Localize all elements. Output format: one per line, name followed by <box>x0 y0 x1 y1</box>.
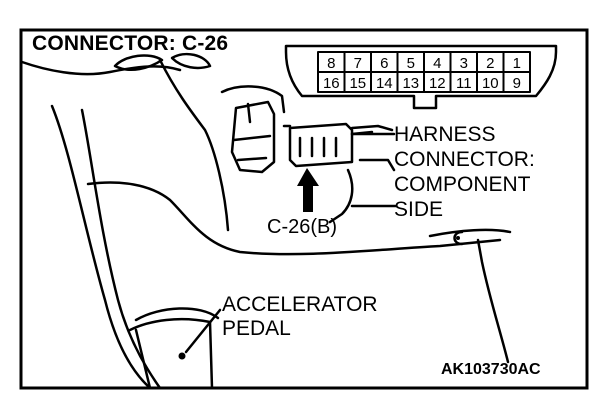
connector-pin-16: 16 <box>323 75 340 92</box>
connector-pin-15: 15 <box>349 75 366 92</box>
connector-id-label: C-26(B) <box>267 216 338 238</box>
connector-pin-12: 12 <box>429 75 446 92</box>
figure-code: AK103730AC <box>441 361 541 378</box>
harness-connector-label-line-1: HARNESS <box>394 123 496 146</box>
harness-connector-teeth <box>298 136 338 158</box>
pedal-label-line-1: ACCELERATOR <box>222 293 378 316</box>
figure-border <box>19 28 589 390</box>
small-clip <box>453 230 464 246</box>
column-edge-left <box>50 104 152 390</box>
harness-connector-label-line-3: COMPONENT <box>394 173 531 196</box>
dash-panel-outline <box>20 60 182 76</box>
leaf-shape <box>113 54 164 71</box>
harness-connector-label-line-4: SIDE <box>394 198 444 221</box>
connector-face <box>284 44 558 110</box>
connector-pin-1: 1 <box>513 55 521 72</box>
pedal-pointer-dot <box>178 352 186 360</box>
connector-pin-3: 3 <box>460 55 468 72</box>
connector-pin-4: 4 <box>433 55 441 72</box>
connector-pin-labels: 8 7 6 5 4 3 2 1 16 15 14 13 12 11 10 9 <box>323 55 521 92</box>
leaf-shape-2 <box>170 52 212 70</box>
knee-panel-outline <box>86 181 502 256</box>
connector-pin-2: 2 <box>486 55 494 72</box>
relay-block-detail <box>232 102 272 162</box>
up-arrow-icon <box>297 168 319 212</box>
connector-pin-8: 8 <box>327 55 335 72</box>
connector-pin-5: 5 <box>407 55 415 72</box>
connector-title: CONNECTOR: C-26 <box>32 32 229 55</box>
connector-pin-10: 10 <box>482 75 499 92</box>
connector-pin-11: 11 <box>456 75 472 92</box>
bolt-dot <box>456 236 460 240</box>
relay-rear <box>220 85 286 114</box>
connector-pin-9: 9 <box>513 75 521 92</box>
connector-pin-6: 6 <box>380 55 388 72</box>
lower-panel-curve <box>428 228 512 238</box>
pedal-label-line-2: PEDAL <box>222 317 291 340</box>
pedal-arm <box>134 307 220 322</box>
pedal-leader-line <box>184 308 222 354</box>
connector-pin-14: 14 <box>376 75 393 92</box>
dash-lower-curve <box>158 58 230 232</box>
relay-block <box>230 100 276 174</box>
harness-connector <box>288 122 354 168</box>
column-edge-right <box>80 108 162 390</box>
vertical-rod <box>476 238 510 364</box>
kick-panel <box>128 317 214 390</box>
connector-pin-7: 7 <box>354 55 362 72</box>
bracket-lower <box>328 158 396 224</box>
harness-connector-label-line-2: CONNECTOR: <box>394 148 535 171</box>
connector-pin-13: 13 <box>402 75 419 92</box>
